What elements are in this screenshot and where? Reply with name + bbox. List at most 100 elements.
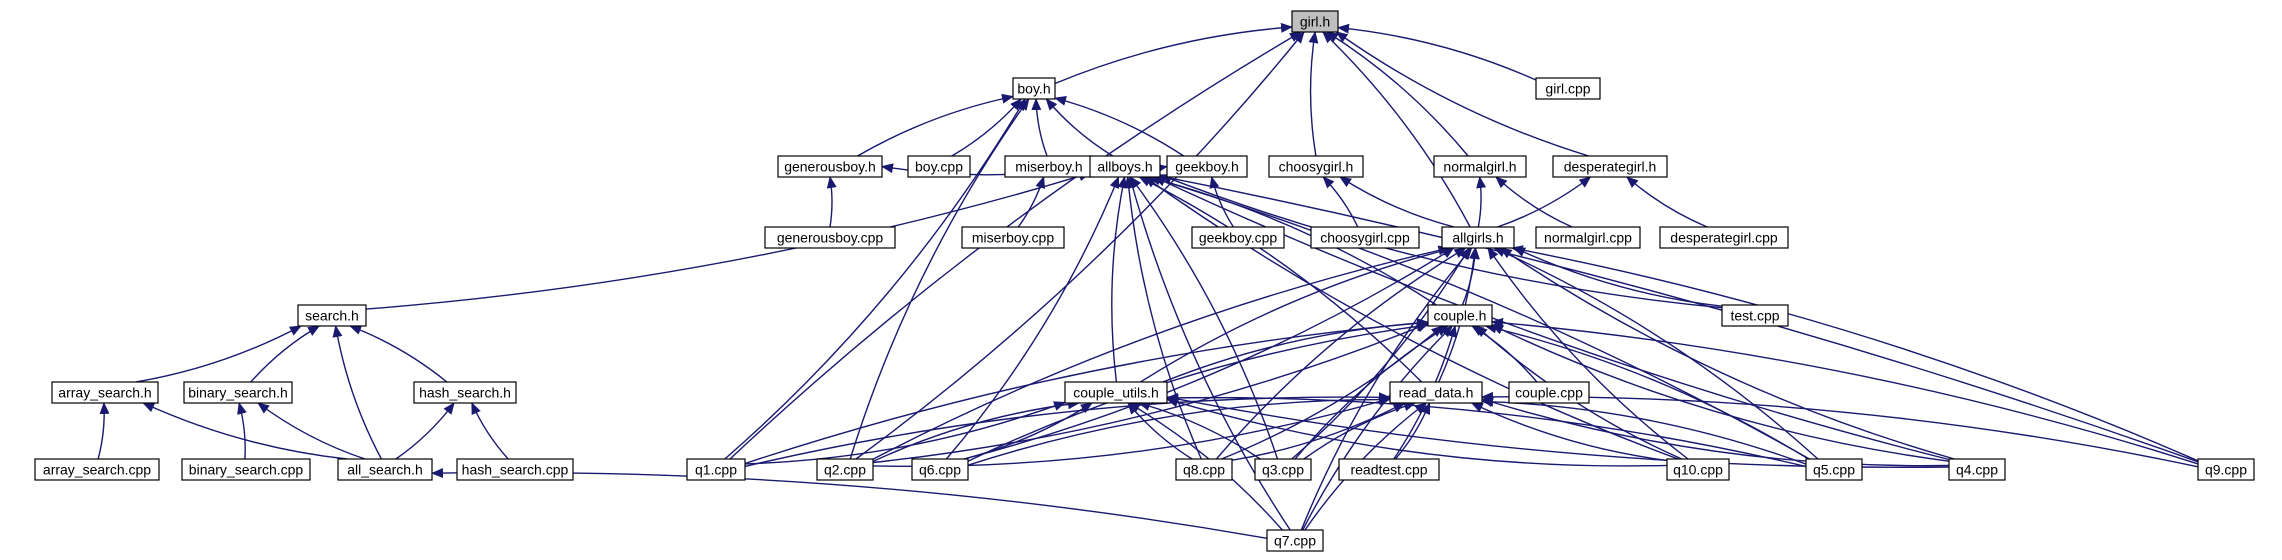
- node-search-h[interactable]: search.h: [297, 304, 367, 327]
- edge-q1_cpp-to-read_data_h: [744, 392, 1391, 468]
- edge-q7_cpp-to-all_search_h: [431, 468, 1268, 539]
- node-label: couple.h: [1434, 308, 1487, 324]
- node-label: read_data.h: [1399, 385, 1474, 401]
- edge-hash_search_cpp-to-hash_search_h: [471, 402, 509, 460]
- edge-choosygirl_h-to-girl_h: [1308, 31, 1319, 157]
- node-geekboy-cpp[interactable]: geekboy.cpp: [1191, 226, 1285, 249]
- node-binary-search-cpp[interactable]: binary_search.cpp: [181, 458, 311, 481]
- edge-q7_cpp-to-allgirls_h: [1300, 247, 1473, 531]
- node-read-data-h[interactable]: read_data.h: [1389, 381, 1483, 404]
- node-box: [1508, 381, 1590, 404]
- node-allgirls-h[interactable]: allgirls.h: [1441, 226, 1515, 249]
- edge-search_h-to-allboys_h: [365, 171, 1091, 310]
- edge-geekboy_cpp-to-geekboy_h: [1209, 176, 1234, 228]
- edge-q9_cpp-to-allboys_h: [1159, 173, 2199, 463]
- node-box: [1268, 155, 1364, 178]
- node-box: [1441, 226, 1515, 249]
- node-normalgirl-h[interactable]: normalgirl.h: [1433, 155, 1527, 178]
- node-label: geekboy.cpp: [1199, 230, 1278, 246]
- node-test-cpp[interactable]: test.cpp: [1721, 304, 1789, 327]
- node-desperategirl-h[interactable]: desperategirl.h: [1552, 155, 1668, 178]
- node-normalgirl-cpp[interactable]: normalgirl.cpp: [1535, 226, 1641, 249]
- edge-array_search_h-to-search_h: [135, 325, 302, 383]
- edge-readtest_cpp-to-read_data_h: [1394, 402, 1431, 460]
- node-box: [1310, 226, 1420, 249]
- node-allboys-h[interactable]: allboys.h: [1089, 155, 1161, 178]
- node-label: q10.cpp: [1673, 462, 1723, 478]
- node-couple-h[interactable]: couple.h: [1427, 304, 1493, 327]
- node-q2-cpp[interactable]: q2.cpp: [816, 458, 874, 481]
- node-miserboy-cpp[interactable]: miserboy.cpp: [961, 226, 1065, 249]
- node-readtest-cpp[interactable]: readtest.cpp: [1338, 458, 1440, 481]
- node-label: q1.cpp: [695, 462, 737, 478]
- edge-q8_cpp-to-allboys_h: [1123, 176, 1202, 460]
- node-array-search-h[interactable]: array_search.h: [51, 381, 159, 404]
- node-binary-search-h[interactable]: binary_search.h: [183, 381, 293, 404]
- node-array-search-cpp[interactable]: array_search.cpp: [34, 458, 160, 481]
- node-couple-utils-h[interactable]: couple_utils.h: [1064, 381, 1168, 404]
- edge-couple_cpp-to-couple_h: [1471, 325, 1538, 383]
- edge-q4_cpp-to-read_data_h: [1481, 397, 1950, 467]
- node-box: [1535, 77, 1601, 100]
- edge-q4_cpp-to-couple_utils_h: [1166, 394, 1950, 468]
- node-box: [1535, 226, 1641, 249]
- node-label: miserboy.cpp: [972, 230, 1054, 246]
- edge-q1_cpp-to-couple_utils_h: [744, 401, 1066, 465]
- node-label: q3.cpp: [1262, 462, 1304, 478]
- node-q1-cpp[interactable]: q1.cpp: [686, 458, 746, 481]
- node-q10-cpp[interactable]: q10.cpp: [1666, 458, 1730, 481]
- node-q5-cpp[interactable]: q5.cpp: [1805, 458, 1863, 481]
- node-girl-h[interactable]: girl.h: [1291, 10, 1339, 33]
- edge-choosygirl_cpp-to-choosygirl_h: [1322, 176, 1359, 228]
- node-q3-cpp[interactable]: q3.cpp: [1254, 458, 1312, 481]
- edge-boy_h-to-girl_h: [1054, 22, 1293, 85]
- node-box: [1338, 458, 1440, 481]
- node-geekboy-h[interactable]: geekboy.h: [1166, 155, 1248, 178]
- edge-q2_cpp-to-allgirls_h: [872, 245, 1451, 460]
- node-choosygirl-cpp[interactable]: choosygirl.cpp: [1310, 226, 1420, 249]
- node-girl-cpp[interactable]: girl.cpp: [1535, 77, 1601, 100]
- edge-q10_cpp-to-read_data_h: [1470, 402, 1668, 462]
- node-label: q2.cpp: [824, 462, 866, 478]
- node-box: [686, 458, 746, 481]
- node-hash-search-cpp[interactable]: hash_search.cpp: [456, 458, 574, 481]
- node-q7-cpp[interactable]: q7.cpp: [1266, 529, 1324, 552]
- node-q8-cpp[interactable]: q8.cpp: [1175, 458, 1233, 481]
- node-desperategirl-cpp[interactable]: desperategirl.cpp: [1659, 226, 1789, 249]
- node-generousboy-h[interactable]: generousboy.h: [777, 155, 883, 178]
- node-q9-cpp[interactable]: q9.cpp: [2197, 458, 2255, 481]
- node-choosygirl-h[interactable]: choosygirl.h: [1268, 155, 1364, 178]
- node-label: girl.h: [1300, 14, 1330, 30]
- node-box: [1805, 458, 1863, 481]
- node-miserboy-h[interactable]: miserboy.h: [1004, 155, 1094, 178]
- edge-test_cpp-to-allgirls_h: [1513, 246, 1723, 307]
- edge-q2_cpp-to-boy_h: [849, 98, 1030, 460]
- node-box: [1659, 226, 1789, 249]
- edge-q1_cpp-to-couple_h: [744, 318, 1429, 465]
- node-couple-cpp[interactable]: couple.cpp: [1508, 381, 1590, 404]
- node-q6-cpp[interactable]: q6.cpp: [911, 458, 969, 481]
- node-box: [1064, 381, 1168, 404]
- node-label: couple.cpp: [1515, 385, 1583, 401]
- edge-array_search_cpp-to-array_search_h: [97, 402, 110, 460]
- node-generousboy-cpp[interactable]: generousboy.cpp: [764, 226, 896, 249]
- node-all-search-h[interactable]: all_search.h: [337, 458, 433, 481]
- edge-q10_cpp-to-allboys_h: [1144, 176, 1679, 460]
- node-boy-h[interactable]: boy.h: [1012, 77, 1056, 100]
- node-box: [456, 458, 574, 481]
- node-box: [1254, 458, 1312, 481]
- node-box: [1089, 155, 1161, 178]
- node-q4-cpp[interactable]: q4.cpp: [1948, 458, 2006, 481]
- edge-couple_utils_h-to-allboys_h: [1111, 176, 1128, 383]
- edge-miserboy_cpp-to-miserboy_h: [1017, 176, 1046, 228]
- node-label: normalgirl.cpp: [1544, 230, 1632, 246]
- node-box: [777, 155, 883, 178]
- node-label: array_search.h: [58, 385, 151, 401]
- node-hash-search-h[interactable]: hash_search.h: [413, 381, 517, 404]
- node-label: all_search.h: [347, 462, 423, 478]
- node-boy-cpp[interactable]: boy.cpp: [907, 155, 971, 178]
- node-box: [1552, 155, 1668, 178]
- node-box: [961, 226, 1065, 249]
- edge-allgirls_h-to-choosygirl_h: [1339, 176, 1455, 228]
- node-box: [1433, 155, 1527, 178]
